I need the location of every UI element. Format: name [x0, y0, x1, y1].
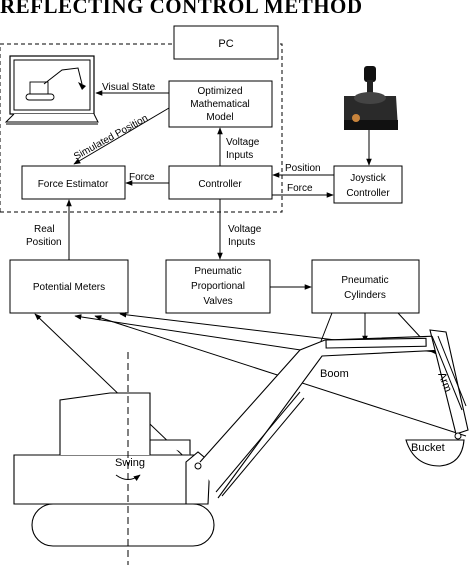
boom-label: Boom [320, 368, 349, 380]
proportional-valves-block: Pneumatic Proportional Valves [165, 259, 271, 314]
valves-label-line-1: Pneumatic [194, 266, 241, 277]
voltage-inputs-lower-line-2: Inputs [228, 237, 255, 248]
swing-arrow-icon [115, 474, 141, 482]
cylinders-label-line-1: Pneumatic [341, 275, 388, 286]
visual-state-label: Visual State [102, 82, 156, 93]
controller-to-joystick-force: Force [272, 183, 334, 198]
model-block: Optimized Mathematical Model [168, 80, 273, 128]
monitor-icon [4, 55, 99, 125]
controller-label: Controller [198, 179, 242, 190]
force-estimator-block: Force Estimator [21, 165, 126, 200]
controller-to-estimator-force: Force [125, 172, 169, 186]
bucket-label: Bucket [411, 442, 445, 454]
cylinders-block: Pneumatic Cylinders [311, 259, 420, 314]
voltage-inputs-lower-line-1: Voltage [228, 224, 262, 235]
force-label-right: Force [287, 183, 313, 194]
joystick-controller-label-line-2: Controller [346, 188, 390, 199]
meters-to-estimator-connection: Real Position [26, 199, 72, 260]
controller-block: Controller [168, 165, 273, 200]
pc-boundary [0, 43, 283, 213]
visual-state-connection: Visual State [95, 82, 169, 96]
cylinders-label-line-2: Cylinders [344, 290, 386, 301]
potential-meters-block: Potential Meters [9, 259, 129, 314]
diagram-title: REFLECTING CONTROL METHOD [0, 0, 363, 18]
valves-label-line-3: Valves [203, 296, 232, 307]
real-position-line-2: Position [26, 237, 62, 248]
valves-label-line-2: Proportional [191, 281, 245, 292]
pc-block: PC [173, 25, 279, 60]
force-estimator-label: Force Estimator [38, 179, 109, 190]
model-label-line-1: Optimized [197, 86, 242, 97]
joystick-icon [344, 66, 398, 130]
excavator-drawing [13, 329, 469, 565]
voltage-inputs-upper-line-1: Voltage [226, 137, 260, 148]
real-position-line-1: Real [34, 224, 55, 235]
model-label-line-3: Model [206, 112, 233, 123]
voltage-inputs-upper-line-2: Inputs [226, 150, 253, 161]
joystick-controller-label-line-1: Joystick [350, 173, 387, 184]
swing-label: Swing [115, 457, 145, 469]
pc-label: PC [218, 38, 233, 50]
joystick-to-controller-position: Position [272, 163, 334, 178]
position-label: Position [285, 163, 321, 174]
voltage-to-model-connection: Voltage Inputs [217, 127, 260, 166]
joystick-controller-block: Joystick Controller [333, 165, 403, 204]
potential-meters-label: Potential Meters [33, 282, 105, 293]
model-label-line-2: Mathematical [190, 99, 249, 110]
controller-to-valves-connection: Voltage Inputs [217, 199, 262, 260]
force-label-left: Force [129, 172, 155, 183]
